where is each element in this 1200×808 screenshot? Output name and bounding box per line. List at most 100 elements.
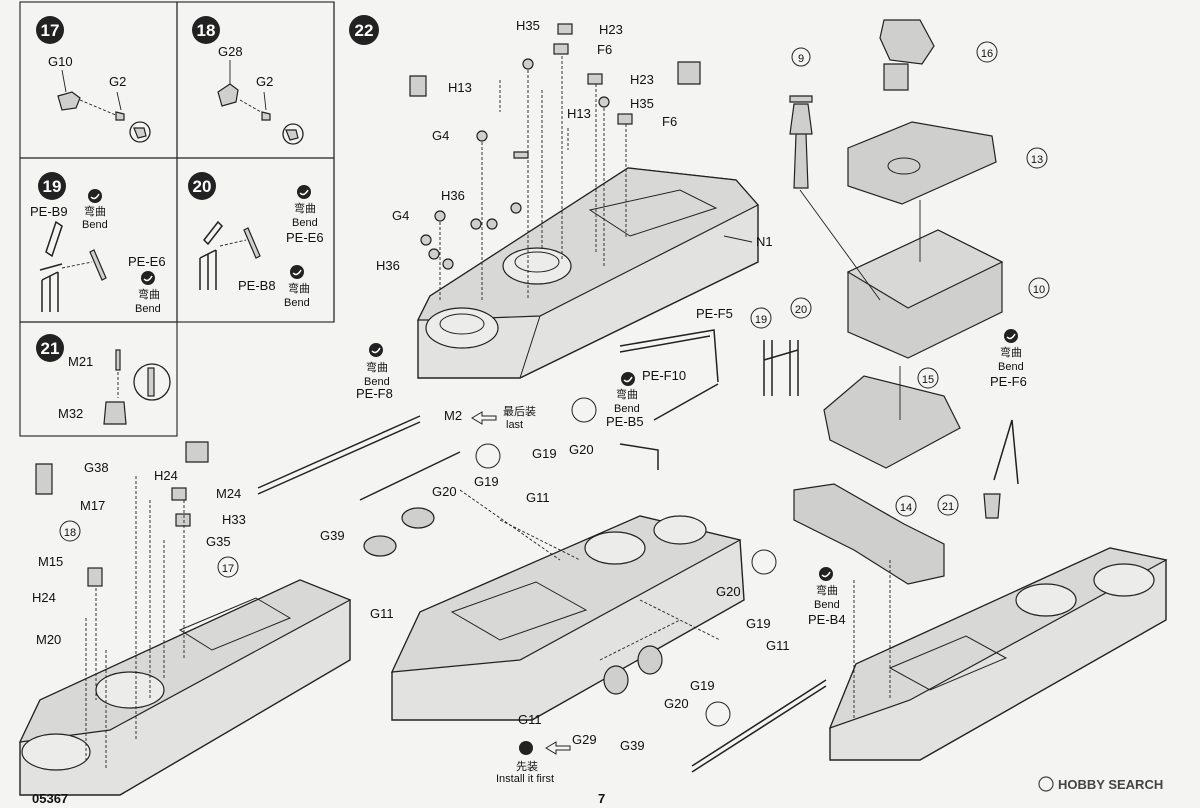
install-first-icon bbox=[519, 741, 533, 755]
svg-text:G20: G20 bbox=[664, 696, 689, 711]
svg-text:G19: G19 bbox=[532, 446, 557, 461]
svg-text:13: 13 bbox=[1031, 154, 1043, 166]
part-n1-label: N1 bbox=[756, 234, 773, 249]
step-18-number: 18 bbox=[197, 21, 216, 40]
superstructure-parts: 9 16 13 10 15 14 21 19 20 弯曲 B bbox=[750, 19, 1050, 585]
g2-detail-circle bbox=[282, 123, 304, 145]
part-g28-label: G28 bbox=[218, 44, 243, 59]
step-19: 19 PE-B9 弯曲 Bend PE-E6 弯曲 Bend bbox=[30, 172, 166, 315]
svg-text:H13: H13 bbox=[448, 80, 472, 95]
part-pe-b8-label: PE-B8 bbox=[238, 278, 276, 293]
step-21-badge bbox=[36, 334, 64, 362]
svg-text:Bend: Bend bbox=[82, 219, 108, 231]
step-21-panel bbox=[19, 321, 178, 437]
svg-text:17: 17 bbox=[222, 563, 234, 575]
m17-detail bbox=[35, 463, 53, 495]
svg-text:Bend: Bend bbox=[814, 599, 840, 611]
svg-text:F6: F6 bbox=[662, 114, 677, 129]
svg-text:10: 10 bbox=[1033, 284, 1045, 296]
g2-detail-circle bbox=[129, 121, 151, 143]
svg-text:F6: F6 bbox=[597, 42, 612, 57]
svg-text:G20: G20 bbox=[569, 442, 594, 457]
svg-text:G11: G11 bbox=[518, 712, 542, 727]
svg-text:16: 16 bbox=[981, 48, 993, 60]
svg-text:先装: 先装 bbox=[516, 760, 538, 773]
svg-text:Bend: Bend bbox=[998, 361, 1024, 373]
pe-e6-part bbox=[89, 249, 107, 281]
svg-text:15: 15 bbox=[922, 374, 934, 386]
barbette bbox=[502, 247, 572, 285]
svg-text:G11: G11 bbox=[370, 606, 394, 621]
svg-text:PE-F8: PE-F8 bbox=[356, 386, 393, 401]
svg-text:G39: G39 bbox=[620, 738, 645, 753]
part-pe-e6-label: PE-E6 bbox=[128, 254, 166, 269]
svg-text:18: 18 bbox=[64, 527, 76, 539]
step-17-badge bbox=[36, 16, 64, 44]
barbette bbox=[1093, 563, 1155, 597]
svg-text:M20: M20 bbox=[36, 632, 61, 647]
barbette bbox=[584, 531, 646, 565]
part-pe-b9-label: PE-B9 bbox=[30, 204, 68, 219]
mast-part-9 bbox=[789, 95, 813, 189]
svg-text:G19: G19 bbox=[474, 474, 499, 489]
bend-icon bbox=[1004, 329, 1018, 343]
svg-text:M15: M15 bbox=[38, 554, 63, 569]
svg-text:19: 19 bbox=[755, 314, 767, 326]
svg-text:PE-F5: PE-F5 bbox=[696, 306, 733, 321]
part-15 bbox=[823, 375, 961, 469]
step-21: 21 M21 M32 bbox=[36, 334, 171, 425]
part-m32-label: M32 bbox=[58, 406, 83, 421]
svg-text:G38: G38 bbox=[84, 460, 109, 475]
svg-text:Bend: Bend bbox=[292, 217, 318, 229]
m32-part bbox=[103, 401, 127, 425]
pe-e6-part bbox=[243, 227, 261, 259]
step-20-number: 20 bbox=[193, 177, 212, 196]
watermark: HOBBY SEARCH bbox=[1038, 776, 1163, 792]
svg-text:H23: H23 bbox=[630, 72, 654, 87]
step-20-badge bbox=[188, 172, 216, 200]
barbette bbox=[21, 733, 91, 771]
svg-text:PE-F6: PE-F6 bbox=[990, 374, 1027, 389]
svg-text:G11: G11 bbox=[766, 638, 790, 653]
upper-deck-assembly: N1 H35 H23 F6 H13 H23 H13 H35 F6 G4 H36 … bbox=[376, 18, 773, 379]
part-14 bbox=[793, 483, 945, 585]
svg-text:G19: G19 bbox=[690, 678, 715, 693]
watermark-text: HOBBY SEARCH bbox=[1058, 777, 1163, 792]
part-g2-label: G2 bbox=[109, 74, 126, 89]
svg-text:PE-B4: PE-B4 bbox=[808, 612, 846, 627]
lower-right-assembly: 弯曲 Bend PE-B4 bbox=[808, 547, 1168, 761]
svg-text:G35: G35 bbox=[206, 534, 231, 549]
svg-text:弯曲: 弯曲 bbox=[1000, 345, 1022, 359]
m21-detail-circle bbox=[133, 363, 171, 401]
barbette bbox=[1015, 583, 1077, 617]
svg-text:弯曲: 弯曲 bbox=[294, 201, 316, 215]
svg-text:20: 20 bbox=[795, 304, 807, 316]
svg-text:G20: G20 bbox=[716, 584, 741, 599]
bend-icon bbox=[819, 567, 833, 581]
g39-part bbox=[401, 507, 435, 529]
svg-text:G4: G4 bbox=[432, 128, 449, 143]
h13-detail bbox=[409, 75, 427, 97]
svg-text:最后装: 最后装 bbox=[503, 405, 536, 418]
svg-text:弯曲: 弯曲 bbox=[366, 360, 388, 374]
step-panels bbox=[19, 1, 335, 437]
svg-text:H35: H35 bbox=[516, 18, 540, 33]
svg-text:弯曲: 弯曲 bbox=[288, 281, 310, 295]
svg-text:H36: H36 bbox=[376, 258, 400, 273]
bend-icon bbox=[141, 271, 155, 285]
svg-text:弯曲: 弯曲 bbox=[616, 387, 638, 401]
step-18-badge bbox=[192, 16, 220, 44]
svg-text:G4: G4 bbox=[392, 208, 409, 223]
svg-text:14: 14 bbox=[900, 502, 912, 514]
barbette bbox=[653, 515, 707, 545]
bridge-part-16 bbox=[879, 19, 935, 65]
svg-text:H33: H33 bbox=[222, 512, 246, 527]
svg-text:M24: M24 bbox=[216, 486, 241, 501]
bend-icon bbox=[88, 189, 102, 203]
bend-icon bbox=[297, 185, 311, 199]
svg-text:弯曲: 弯曲 bbox=[84, 204, 106, 218]
step-18: 18 G28 G2 bbox=[192, 16, 304, 145]
step-21-number: 21 bbox=[41, 339, 60, 358]
svg-text:H13: H13 bbox=[567, 106, 591, 121]
svg-text:last: last bbox=[506, 419, 523, 431]
